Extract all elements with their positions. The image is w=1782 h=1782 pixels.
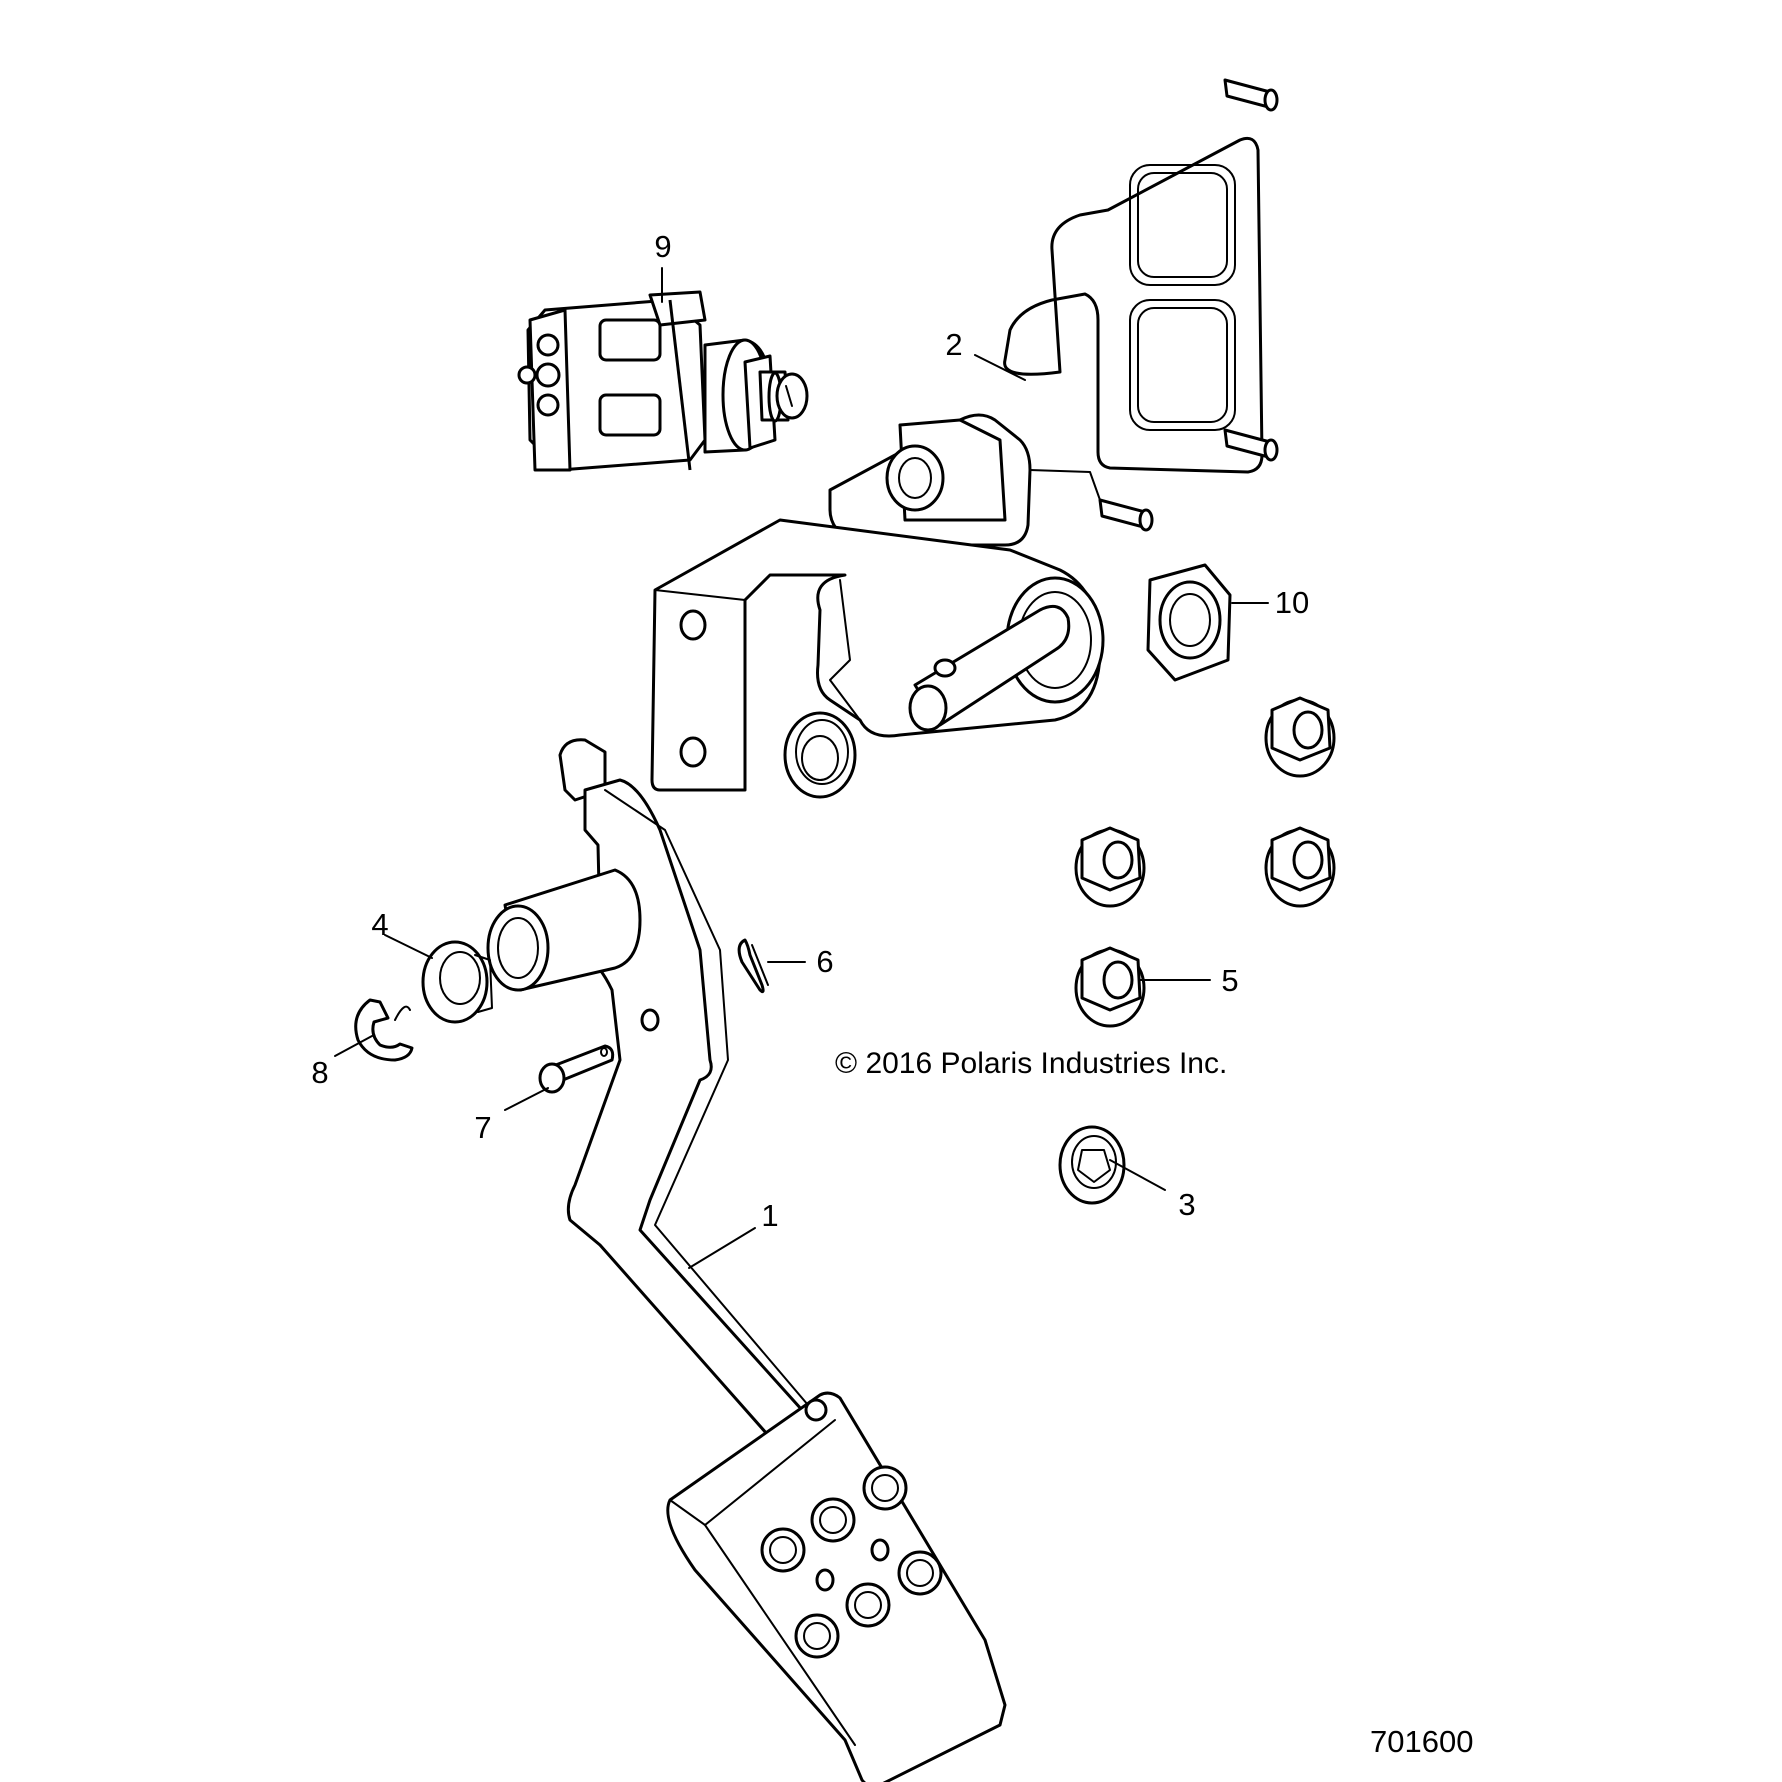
part-8-e-clip [354,998,414,1062]
part-3-lock-washer [1058,1125,1126,1205]
copyright-notice: © 2016 Polaris Industries Inc. [835,1047,1227,1080]
part-9-brake-switch [517,290,809,472]
callout-7: 7 [474,1110,491,1145]
leader-3 [1109,1159,1166,1191]
callout-9: 9 [654,229,671,264]
part-2-mounting-bracket [650,78,1279,792]
callout-5: 5 [1221,963,1238,998]
part-7-clevis-pin [538,1044,615,1094]
bracket-stud-top [1223,78,1279,112]
part-6-cotter-pin [737,938,769,994]
leader-lines [334,267,1269,1269]
leader-7 [504,1087,549,1111]
leader-4 [384,934,433,959]
part-4-flange-bushing [421,940,493,1024]
callout-3: 3 [1178,1187,1195,1222]
leader-1 [688,1227,756,1269]
leader-8 [334,1035,373,1057]
pedal-pad-holes [760,1465,943,1659]
bracket-stud-low [1098,498,1154,532]
leader-2 [974,354,1026,381]
callout-6: 6 [816,944,833,979]
flange-bushing-upper [783,711,857,799]
part-10-hex-nut [1146,563,1232,682]
callout-10: 10 [1275,585,1309,620]
part-5-flange-nut-1 [1264,696,1336,778]
callout-8: 8 [311,1055,328,1090]
part-5-flange-nut-3 [1264,826,1336,908]
part-1-pedal-arm [486,738,1007,1782]
drawing-number: 701600 [1370,1724,1473,1759]
part-5-flange-nut-2 [1074,826,1146,908]
bracket-stud-mid [1223,428,1279,462]
callout-1: 1 [761,1198,778,1233]
callout-2: 2 [945,327,962,362]
part-5-flange-nut-4 [1074,946,1146,1028]
callout-labels: 1 2 3 4 5 6 7 8 9 10 [311,229,1309,1233]
callout-4: 4 [371,907,388,942]
